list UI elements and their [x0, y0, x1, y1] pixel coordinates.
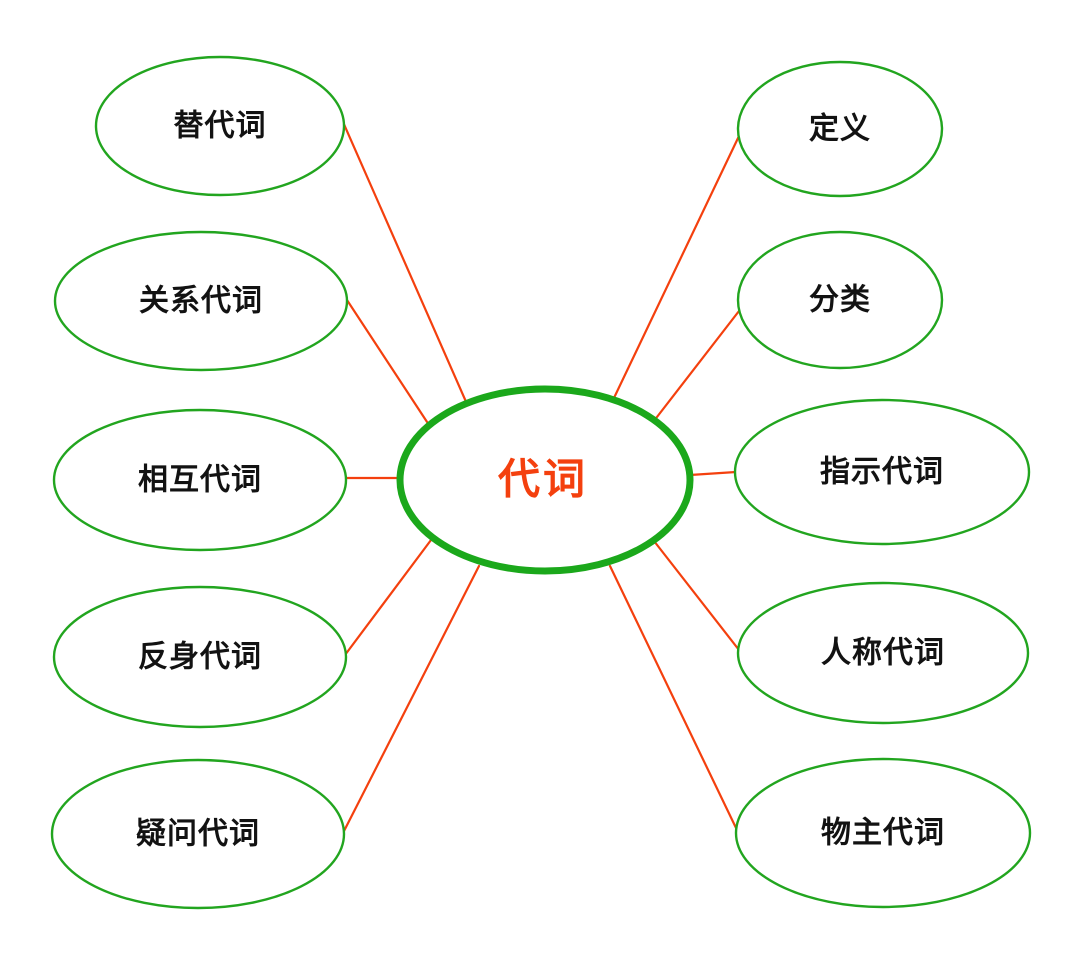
branch-node-xianghudaici[interactable]: 相互代词	[52, 408, 348, 552]
center-node-layer: 代词	[396, 385, 694, 575]
branch-node-yiwendaici[interactable]: 疑问代词	[50, 758, 346, 910]
branch-label-renchengdaici: 人称代词	[821, 636, 945, 671]
connector-line-fanshendaici	[343, 538, 433, 657]
branch-label-yiwendaici: 疑问代词	[136, 817, 260, 852]
branch-node-zhishidaici[interactable]: 指示代词	[733, 398, 1031, 546]
connector-line-dingyi	[611, 134, 741, 402]
branch-label-zhishidaici: 指示代词	[820, 455, 944, 490]
branch-label-xianghudaici: 相互代词	[138, 463, 262, 498]
center-node-ellipse[interactable]	[396, 385, 694, 575]
branch-node-renchengdaici[interactable]: 人称代词	[736, 581, 1030, 725]
branch-ellipse-fanshendaici[interactable]	[52, 585, 348, 729]
branch-ellipse-renchengdaici[interactable]	[736, 581, 1030, 725]
branch-ellipse-tidaici[interactable]	[94, 55, 346, 197]
connector-line-guanxidaici	[343, 295, 433, 430]
branch-ellipse-wuzhudaici[interactable]	[734, 757, 1032, 909]
branch-node-fenlei[interactable]: 分类	[736, 230, 944, 370]
branch-ellipse-xianghudaici[interactable]	[52, 408, 348, 552]
branch-label-wuzhudaici: 物主代词	[821, 816, 945, 851]
branch-node-wuzhudaici[interactable]: 物主代词	[734, 757, 1032, 909]
branch-label-guanxidaici: 关系代词	[139, 284, 263, 319]
branch-label-tidaici: 替代词	[174, 109, 267, 144]
connector-layer	[341, 120, 741, 835]
branch-node-dingyi[interactable]: 定义	[736, 60, 944, 198]
branch-ellipse-fenlei[interactable]	[736, 230, 944, 370]
branch-ellipse-guanxidaici[interactable]	[53, 230, 349, 372]
branch-node-tidaici[interactable]: 替代词	[94, 55, 346, 197]
branch-label-dingyi: 定义	[809, 112, 871, 147]
branch-ellipse-yiwendaici[interactable]	[50, 758, 346, 910]
connector-line-fenlei	[648, 309, 741, 428]
branch-ellipse-zhishidaici[interactable]	[733, 398, 1031, 546]
connector-line-yiwendaici	[341, 564, 481, 835]
connector-line-renchengdaici	[652, 539, 741, 652]
branch-ellipse-dingyi[interactable]	[736, 60, 944, 198]
branch-label-fanshendaici: 反身代词	[138, 640, 262, 675]
connector-line-tidaici	[341, 120, 469, 406]
connector-line-zhishidaici	[688, 470, 738, 477]
branch-node-fanshendaici[interactable]: 反身代词	[52, 585, 348, 729]
branch-label-fenlei: 分类	[809, 283, 871, 318]
connector-line-wuzhudaici	[608, 564, 739, 832]
center-node-label: 代词	[497, 455, 588, 504]
branch-node-guanxidaici[interactable]: 关系代词	[53, 230, 349, 372]
